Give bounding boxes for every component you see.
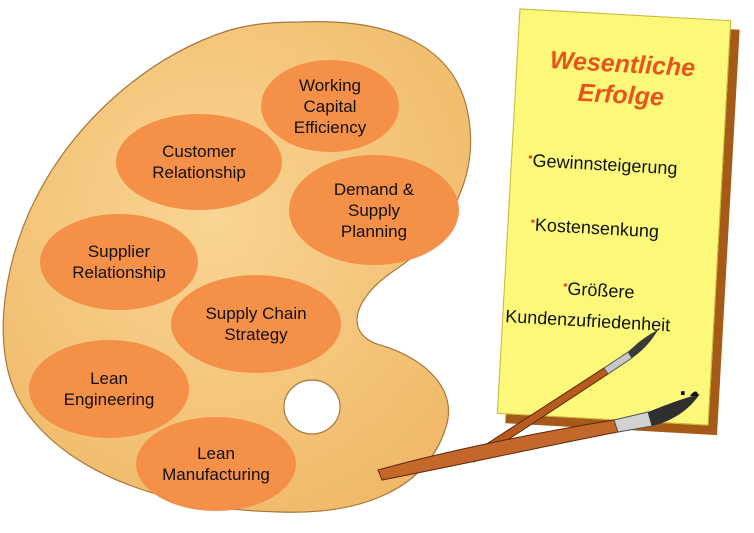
label-working-capital: Working Capital Efficiency [293, 75, 367, 137]
blob-supply-chain-strategy [171, 275, 341, 373]
blob-supplier-relationship [40, 214, 198, 310]
label-supplier-relationship: Supplier Relationship [72, 242, 166, 282]
label-customer-relationship: Customer Relationship [152, 142, 246, 182]
label-lean-manufacturing: Lean Manufacturing [162, 444, 270, 484]
label-lean-engineering: Lean Engineering [63, 369, 155, 409]
blob-working-capital [261, 60, 399, 152]
blob-lean-manufacturing [136, 417, 296, 511]
blob-customer-relationship [116, 114, 282, 210]
thick-brush-icon [377, 391, 700, 481]
blob-demand-supply [289, 155, 459, 265]
blob-lean-engineering [29, 340, 189, 438]
label-demand-supply: Demand & Supply Planning [333, 179, 415, 241]
label-supply-chain-strategy: Supply Chain Strategy [205, 304, 307, 344]
